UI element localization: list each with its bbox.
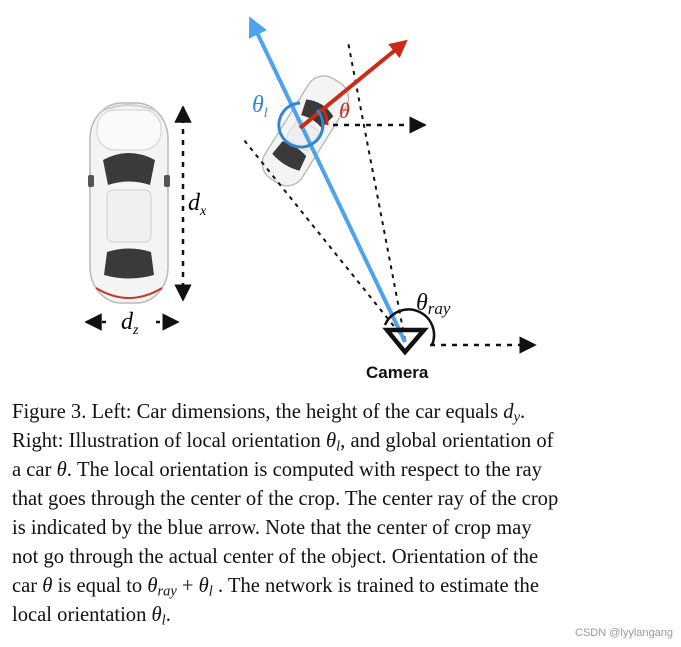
car-top-view bbox=[88, 102, 170, 304]
caption-line-5: is indicated by the blue arrow. Note tha… bbox=[12, 517, 532, 539]
theta-ray-arc bbox=[383, 308, 436, 346]
caption-line-7: car θ is equal to θray + θl . The networ… bbox=[12, 575, 539, 600]
fov-dashed-right bbox=[347, 41, 406, 341]
dx-label: dx bbox=[188, 190, 207, 219]
theta-arc bbox=[320, 107, 329, 126]
watermark: CSDN @lyylangang bbox=[575, 627, 673, 639]
caption-line-2: Right: Illustration of local orientation… bbox=[12, 430, 554, 455]
theta-label: θ bbox=[339, 98, 350, 123]
global-orientation-red-arrow bbox=[298, 39, 408, 130]
caption-line-1: Figure 3. Left: Car dimensions, the heig… bbox=[12, 401, 526, 426]
figure-illustration: dx dz θl θ θray Camera bbox=[84, 16, 537, 382]
theta-ray-label: θray bbox=[416, 290, 451, 318]
dz-label: dz bbox=[121, 309, 139, 338]
fov-dashed-left bbox=[243, 139, 406, 341]
caption-line-4: that goes through the center of the crop… bbox=[12, 488, 559, 510]
theta-l-label: θl bbox=[252, 92, 268, 121]
camera-label: Camera bbox=[366, 363, 429, 382]
orientation-diagram: dx dz θl θ θray Camera bbox=[84, 16, 537, 382]
camera-icon bbox=[382, 327, 429, 356]
caption-line-6: not go through the actual center of the … bbox=[12, 546, 539, 568]
caption-line-3: a car θ. The local orientation is comput… bbox=[12, 459, 542, 481]
center-ray-blue-arrow bbox=[248, 16, 407, 343]
figure-caption: Figure 3. Left: Car dimensions, the heig… bbox=[12, 398, 642, 630]
theta-l-arc bbox=[277, 101, 325, 149]
caption-line-8: local orientation θl. bbox=[12, 604, 171, 629]
